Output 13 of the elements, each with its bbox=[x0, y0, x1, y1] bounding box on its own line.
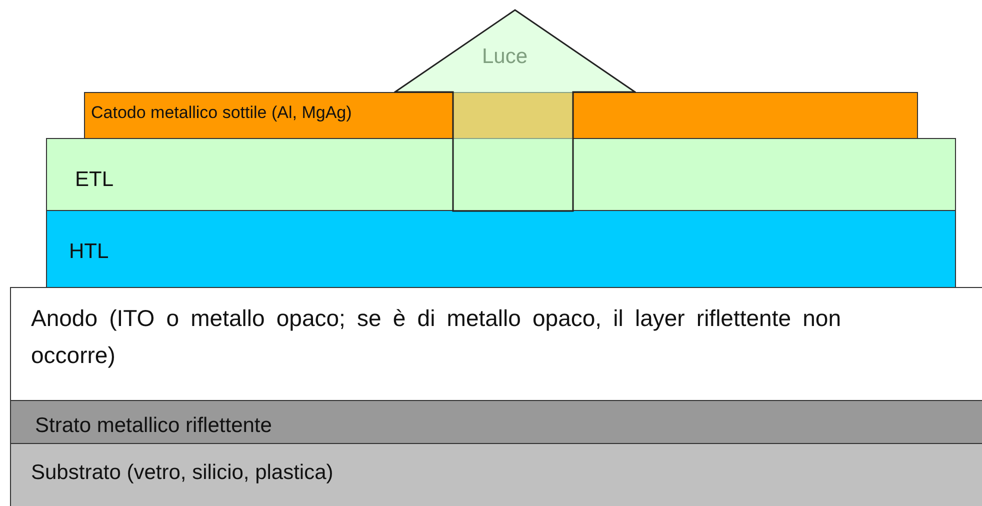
substrate-layer bbox=[10, 443, 982, 506]
cathode-layer bbox=[84, 92, 918, 139]
layer-label: Strato metallico riflettente bbox=[35, 413, 272, 439]
layer-label: Catodo metallico sottile (Al, MgAg) bbox=[91, 102, 352, 124]
hole-transport-layer bbox=[46, 210, 956, 288]
layer-label: HTL bbox=[69, 239, 109, 265]
electron-transport-layer bbox=[46, 138, 956, 211]
reflective-metal-layer bbox=[10, 400, 982, 444]
layer-label: Anodo (ITO o metallo opaco; se è di metallo opaco, il layer riflettente non occorre) bbox=[31, 304, 841, 370]
anode-layer bbox=[10, 287, 982, 401]
arrow-label: Luce bbox=[482, 45, 528, 69]
layer-label: Substrato (vetro, silicio, plastica) bbox=[31, 460, 334, 486]
layer-label: ETL bbox=[75, 167, 114, 193]
